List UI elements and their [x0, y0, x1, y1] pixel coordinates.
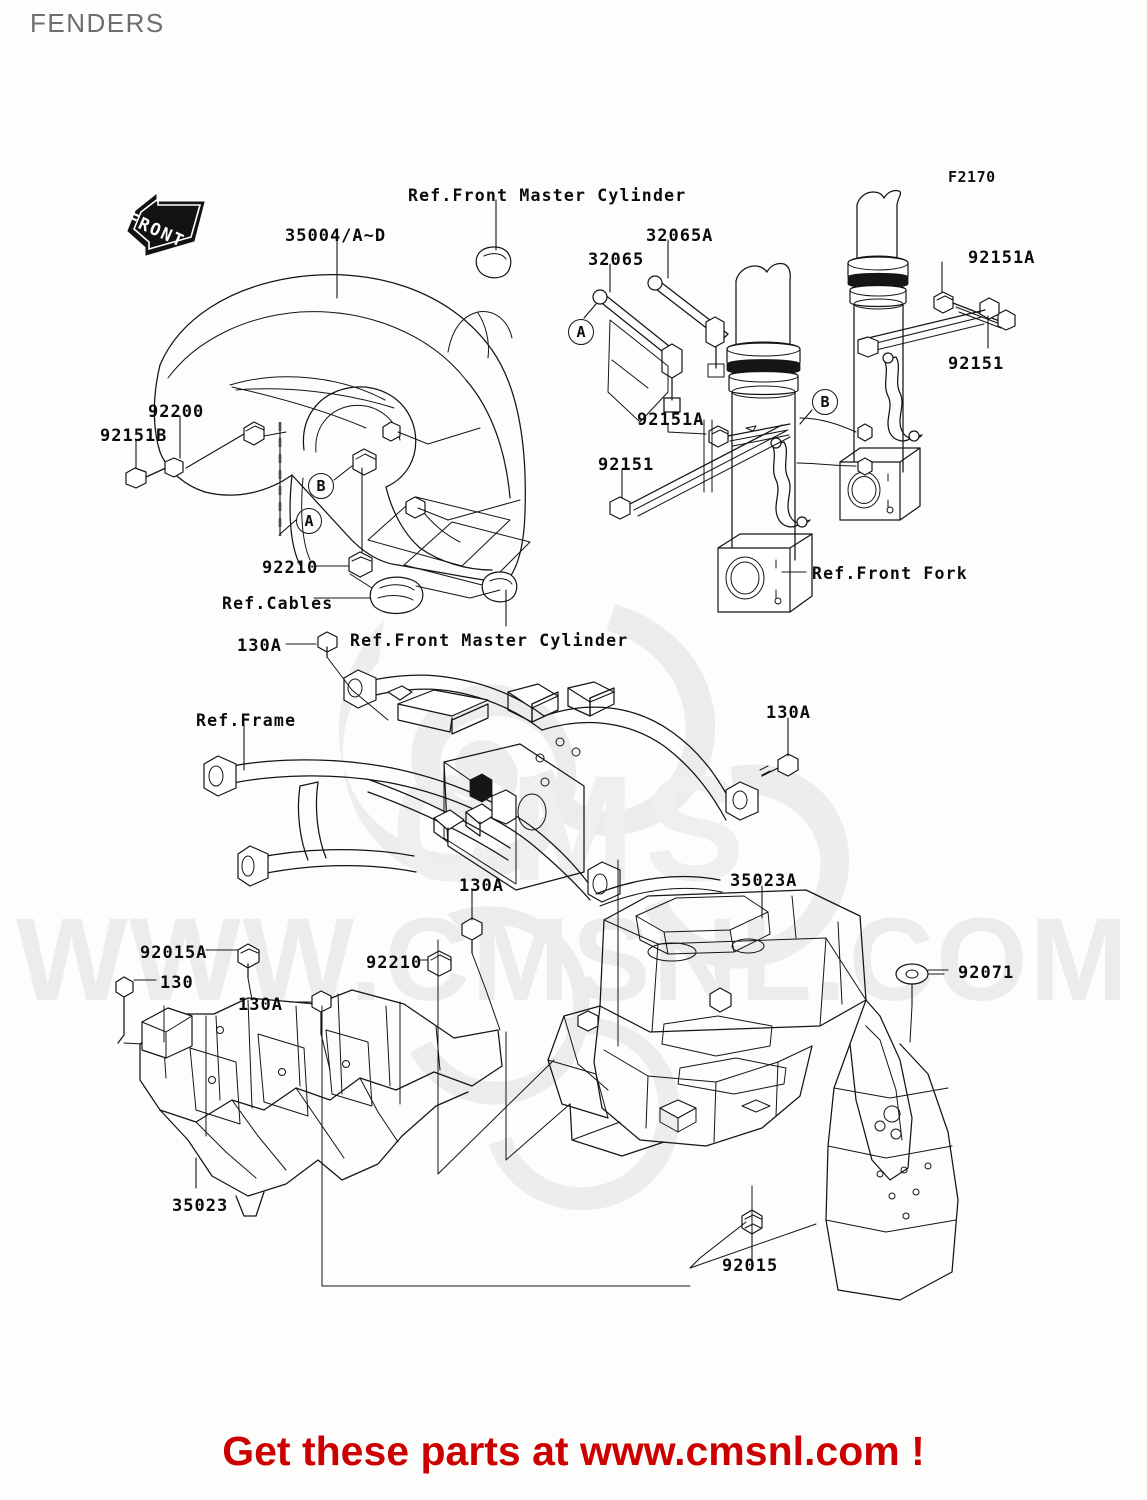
footer-cta[interactable]: Get these parts at www.cmsnl.com ! — [222, 1428, 925, 1474]
front-direction-badge: FRONT — [122, 185, 212, 265]
marker-b-left: B — [308, 473, 334, 499]
inner-fender-fasteners — [115, 943, 452, 1044]
callout-92210-lower: 92210 — [366, 953, 423, 973]
callout-35004: 35004/A~D — [285, 226, 387, 246]
page-title: FENDERS — [30, 8, 165, 38]
assembly-guide-lines — [123, 427, 913, 1287]
callout-92151-right: 92151 — [948, 354, 1005, 374]
callout-35023a: 35023A — [730, 871, 798, 891]
axle-bolts-middle — [609, 419, 791, 520]
marker-b-top: B — [812, 389, 838, 415]
callout-ref-cables: Ref.Cables — [222, 594, 334, 613]
bracket-32065-group — [592, 275, 729, 423]
callout-ref-frame: Ref.Frame — [196, 711, 297, 730]
callout-92015a: 92015A — [140, 943, 208, 963]
callout-92210-upper: 92210 — [262, 558, 319, 578]
cable-guide-part — [369, 576, 424, 615]
leader-lines — [133, 199, 989, 1269]
callout-ref-front-master-cylinder-top: Ref.Front Master Cylinder — [408, 186, 687, 205]
callout-92151-middle: 92151 — [598, 455, 655, 475]
front-fork-assembly — [717, 189, 923, 613]
callout-92151a-right: 92151A — [968, 248, 1036, 268]
fork-small-hardware — [796, 417, 873, 476]
callout-130: 130 — [160, 973, 194, 993]
marker-a-top: A — [568, 319, 594, 345]
callout-ref-front-master-cylinder-lower: Ref.Front Master Cylinder — [350, 631, 629, 650]
callout-92071: 92071 — [958, 963, 1015, 983]
callout-32065: 32065 — [588, 250, 645, 270]
callout-130a-upper: 130A — [237, 636, 282, 656]
callout-35023: 35023 — [172, 1196, 229, 1216]
master-cylinder-clamps — [475, 246, 518, 603]
callout-130a-right: 130A — [766, 703, 811, 723]
rear-fender-35023a — [547, 889, 959, 1301]
marker-a-left: A — [296, 508, 322, 534]
callout-92151b: 92151B — [100, 426, 168, 446]
callout-130a-middle: 130A — [459, 876, 504, 896]
callout-32065a: 32065A — [646, 226, 714, 246]
frame-assembly — [203, 669, 799, 954]
callout-92151a-middle: 92151A — [637, 410, 705, 430]
callout-ref-front-fork: Ref.Front Fork — [812, 564, 968, 583]
figure-code: F2170 — [948, 168, 996, 186]
inner-fender-35023 — [139, 989, 503, 1217]
grommet-92071 — [895, 963, 945, 1007]
front-fender-fasteners — [125, 421, 426, 578]
callout-92015-bottom: 92015 — [722, 1256, 779, 1276]
axle-bolts-right — [857, 291, 1016, 358]
front-fender-35004 — [153, 274, 531, 587]
callout-130a-lower-left: 130A — [238, 995, 283, 1015]
bolt-130a-upper — [317, 631, 338, 658]
callout-92200: 92200 — [148, 402, 205, 422]
